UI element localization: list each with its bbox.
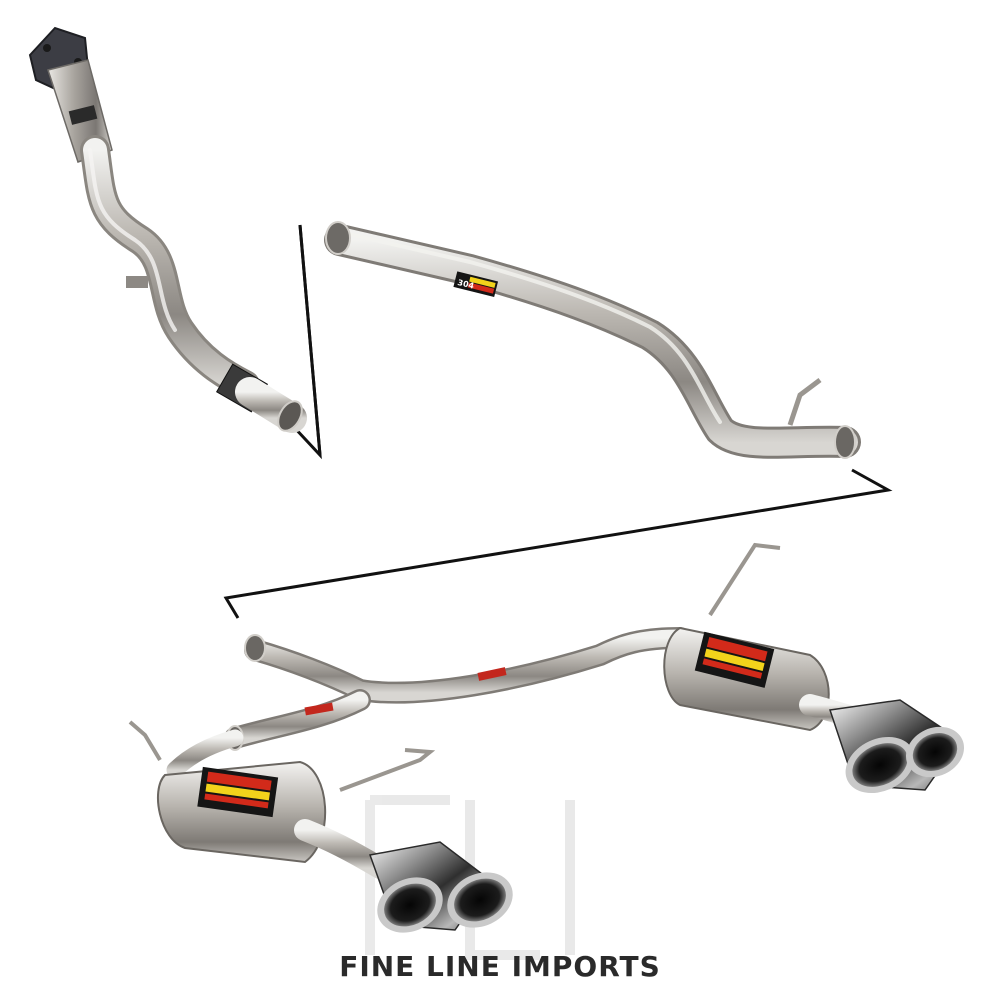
downpipe-catalytic-converter — [28, 26, 307, 433]
left-muffler-label — [197, 766, 279, 818]
grade-label: 304 — [453, 271, 499, 298]
right-tailpipe-tips — [829, 699, 965, 794]
mid-pipe: 304 — [324, 221, 861, 459]
grade-label-text: 304 — [457, 278, 476, 291]
rear-exhaust-assembly — [128, 542, 965, 933]
cat-label — [68, 105, 98, 125]
right-muffler-label — [694, 631, 775, 688]
left-muffler — [156, 760, 391, 879]
left-tailpipe-tips — [368, 841, 513, 933]
connector-lines — [223, 224, 893, 619]
brand-name: FINE LINE IMPORTS — [339, 950, 661, 983]
